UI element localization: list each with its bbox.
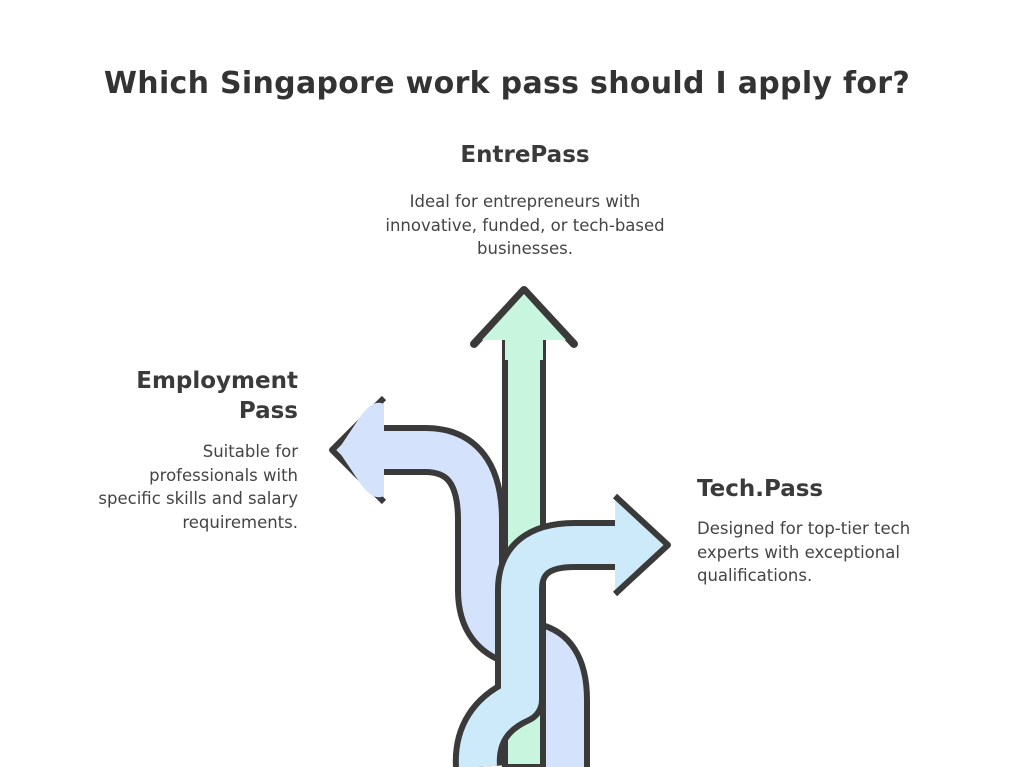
tech-pass-heading: Tech.Pass xyxy=(697,476,824,502)
tech-pass-arrow xyxy=(452,493,671,767)
employment-pass-heading: Employment Pass xyxy=(136,368,298,424)
employment-pass-arrow xyxy=(329,395,590,767)
entrepass-description: Ideal for entrepreneurs with innovative,… xyxy=(385,192,665,258)
tech-pass-description: Designed for top-tier tech experts with … xyxy=(697,519,911,585)
employment-pass-description: Suitable for professionals with specific… xyxy=(98,442,298,532)
entrepass-heading: EntrePass xyxy=(460,142,590,168)
diagram-title: Which Singapore work pass should I apply… xyxy=(103,66,911,101)
